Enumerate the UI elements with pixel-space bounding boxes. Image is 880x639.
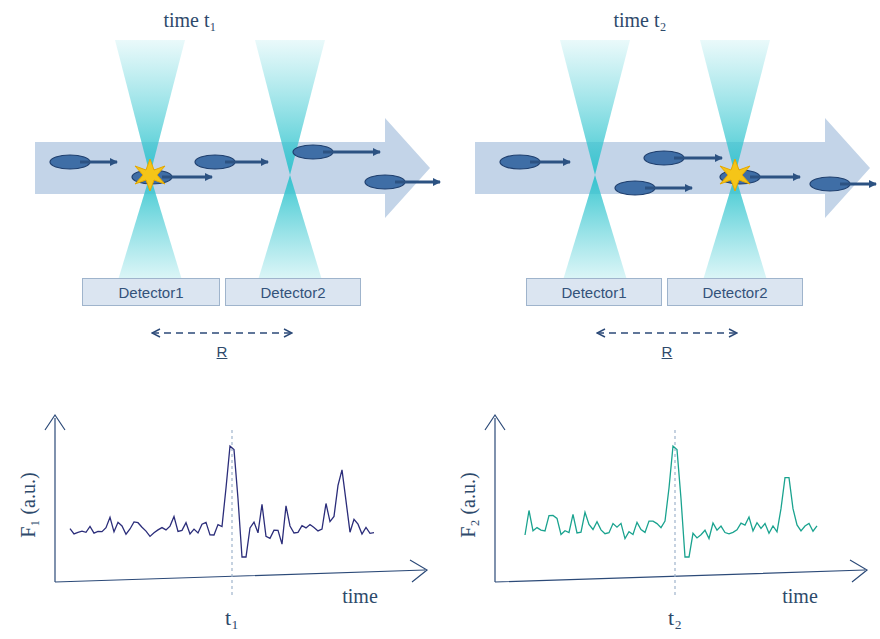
text-label: time xyxy=(342,585,378,607)
text-label: time t₁ xyxy=(163,9,216,31)
axis-label: F₁ (a.u.) xyxy=(17,472,39,537)
flow-panel-right xyxy=(475,40,876,333)
detector-box: Detector1 xyxy=(82,278,220,306)
distance-label: R xyxy=(217,344,228,361)
signal-trace xyxy=(525,446,817,557)
detector-label: Detector2 xyxy=(702,284,767,301)
text-label: t₁ xyxy=(225,606,239,630)
flow-panel-left xyxy=(35,40,440,333)
signal-trace xyxy=(70,446,374,557)
detector-box: Detector2 xyxy=(225,278,361,306)
detector-box: Detector1 xyxy=(526,278,662,306)
text-label: time t₂ xyxy=(613,9,666,31)
detector-label: Detector1 xyxy=(561,284,626,301)
signal-traces xyxy=(70,446,817,557)
detector-label: Detector1 xyxy=(118,284,183,301)
axis-label: F₂ (a.u.) xyxy=(457,472,479,537)
detector-label: Detector2 xyxy=(260,284,325,301)
plot-axes xyxy=(45,415,867,595)
text-label: time xyxy=(782,585,818,607)
distance-label: R xyxy=(662,344,673,361)
detector-box: Detector2 xyxy=(667,278,803,306)
text-label: t₂ xyxy=(668,606,682,630)
